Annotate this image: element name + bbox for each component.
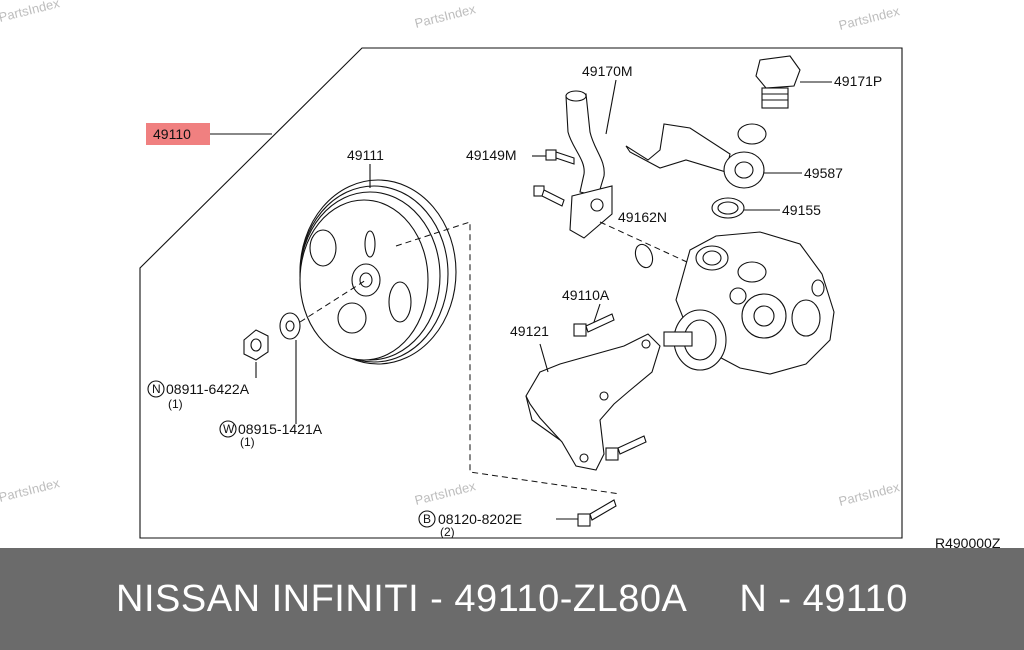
seal-illustration (711, 197, 745, 219)
pulley-illustration (299, 179, 457, 365)
label-tube-bolt[interactable]: 49149M (466, 147, 517, 163)
upper-seal-illustration (737, 123, 767, 145)
label-bolt[interactable]: 08120-8202E (438, 511, 522, 527)
tube-bolt-illustration (533, 149, 575, 207)
label-assembly[interactable]: 49110 (153, 126, 191, 142)
label-oring[interactable]: 49162N (618, 209, 667, 225)
watermark-bottom-center: PartsIndex (413, 478, 477, 508)
pump-illustration (663, 231, 835, 375)
mount-bolt-illustration (577, 435, 647, 527)
label-bracket-bolt[interactable]: 49110A (562, 287, 610, 303)
label-fitting[interactable]: 49171P (834, 73, 882, 89)
nut-illustration (243, 329, 269, 361)
alignment-dashes (395, 221, 621, 495)
diagram-ref-code: R490000Z (935, 535, 1001, 548)
watermark-top-center: PartsIndex (413, 1, 477, 31)
part-footer-bar: NISSAN INFINITI - 49110-ZL80A N - 49110 (0, 548, 1024, 650)
assembly-highlight (146, 123, 210, 145)
oring-illustration (634, 243, 654, 269)
washer-prefix-circle (219, 420, 237, 438)
footer-part-number: 49110-ZL80A (454, 577, 688, 620)
tube-illustration (565, 90, 613, 239)
parts-diagram: PartsIndex PartsIndex PartsIndex PartsIn… (0, 0, 1001, 548)
oring-axis (599, 221, 701, 269)
bracket-bolt-illustration (573, 313, 615, 337)
nut-prefix: N (152, 382, 161, 396)
label-banjo[interactable]: 49587 (804, 165, 843, 181)
washer-illustration (279, 312, 301, 340)
footer-short-ref: N - 49110 (739, 577, 908, 620)
label-tube[interactable]: 49170M (582, 63, 633, 79)
watermark-top-left: PartsIndex (0, 0, 62, 25)
leader-bracket-bolt (593, 303, 601, 323)
watermark-top-right: PartsIndex (837, 3, 901, 33)
washer-prefix: W (223, 422, 235, 436)
leader-bracket (539, 343, 549, 373)
banjo-illustration (625, 123, 765, 189)
diagram-frame (139, 47, 903, 539)
label-seal[interactable]: 49155 (782, 202, 821, 218)
footer-brand: NISSAN INFINITI - (116, 577, 455, 620)
alignment-axis (299, 279, 367, 323)
leader-tube (605, 79, 617, 135)
fitting-illustration (755, 55, 801, 109)
label-washer[interactable]: 08915-1421A (238, 421, 323, 437)
washer-quantity: (1) (240, 435, 255, 449)
watermark-bottom-right: PartsIndex (837, 479, 901, 509)
nut-prefix-circle (147, 380, 165, 398)
bolt-quantity: (2) (440, 525, 455, 539)
bracket-illustration (525, 333, 661, 471)
bolt-prefix: B (423, 512, 431, 526)
nut-quantity: (1) (168, 397, 183, 411)
bolt-prefix-circle (418, 510, 436, 528)
label-pulley[interactable]: 49111 (347, 147, 384, 163)
label-nut[interactable]: 08911-6422A (166, 381, 250, 397)
watermark-bottom-left: PartsIndex (0, 475, 62, 505)
label-bracket[interactable]: 49121 (510, 323, 549, 339)
diagram-canvas: PartsIndex PartsIndex PartsIndex PartsIn… (0, 0, 1001, 548)
